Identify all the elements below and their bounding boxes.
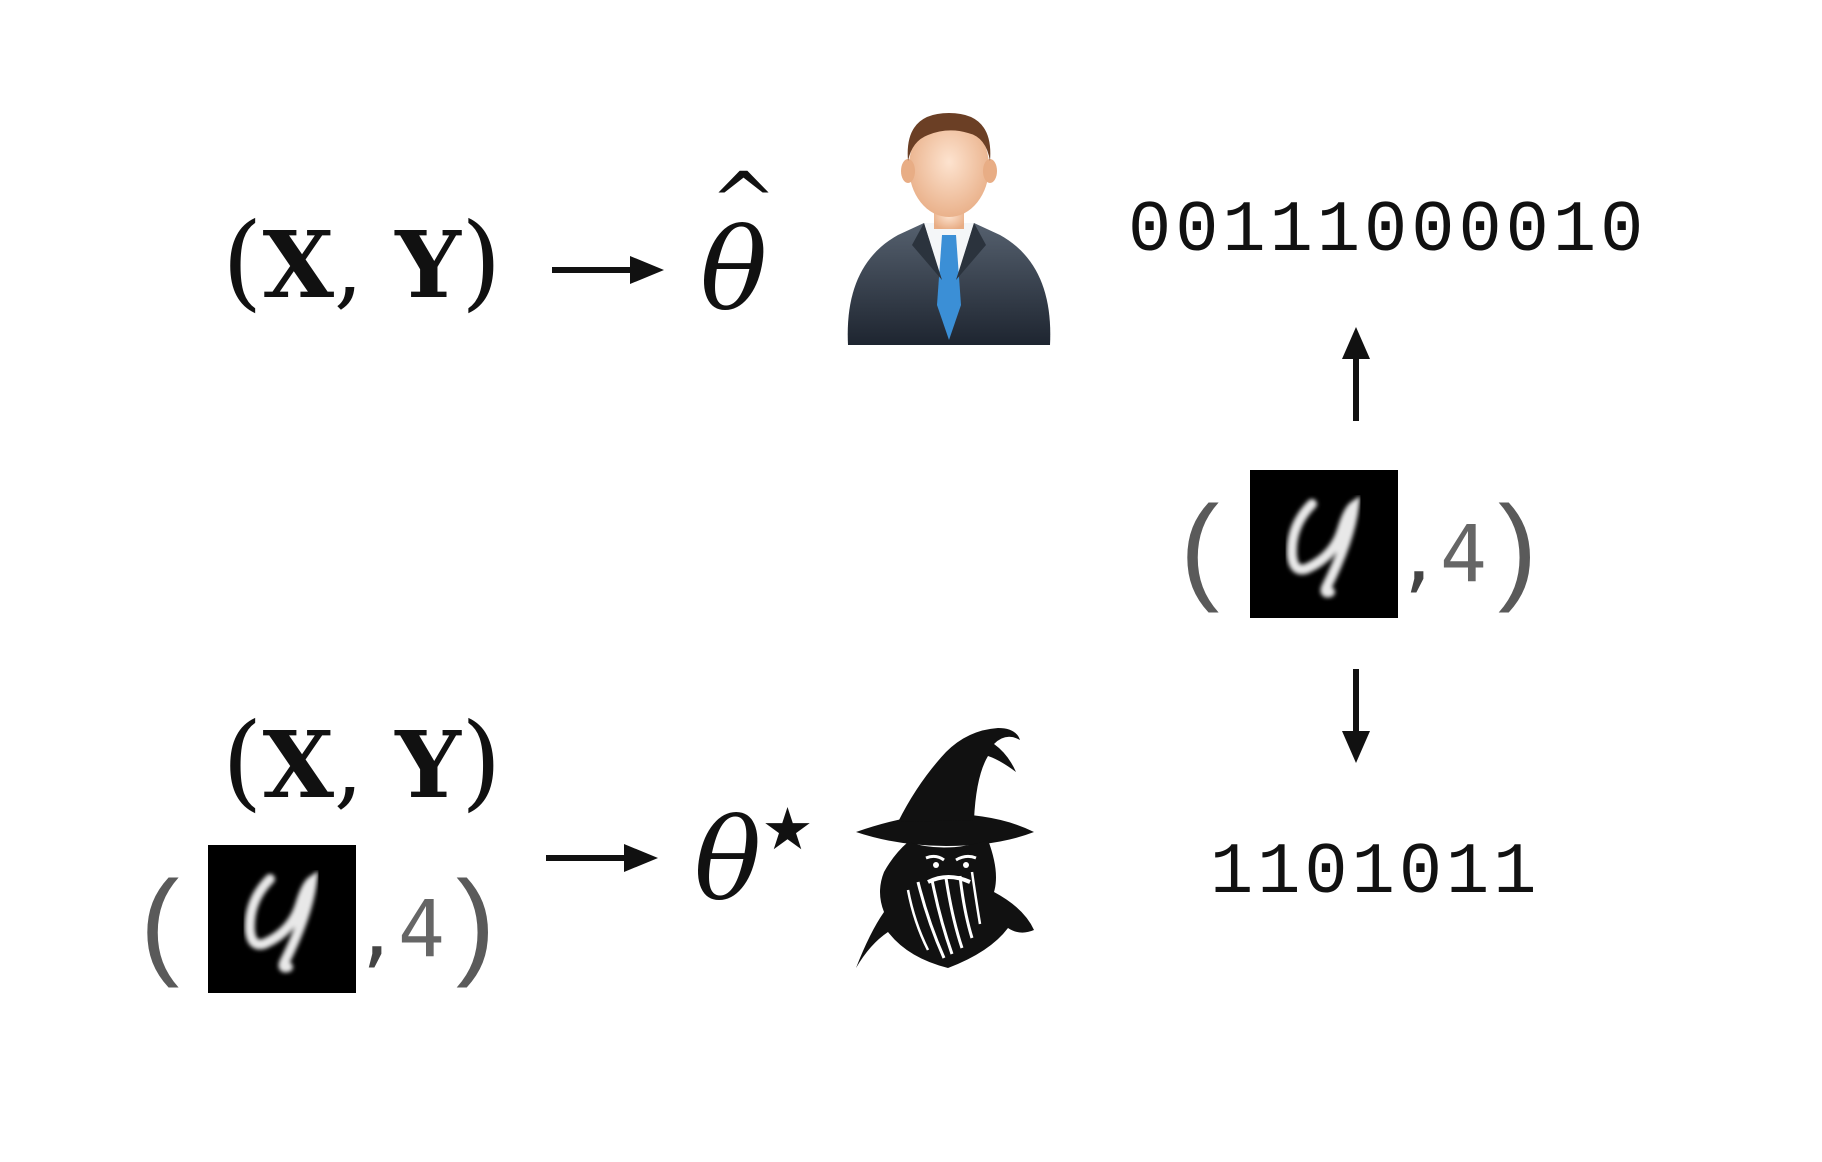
bits-text: 00111000010 (1128, 190, 1648, 272)
comma: , (1404, 500, 1432, 603)
bits-text: 1101011 (1210, 832, 1541, 914)
arrow-right-bottom (546, 844, 658, 872)
hat-accent: ^ (710, 155, 777, 248)
handwritten-digit-image (1250, 470, 1398, 618)
top-dataset: (X, Y) (222, 200, 502, 322)
label-digit: 4 (1440, 510, 1487, 600)
x-symbol: X (262, 711, 334, 819)
handwritten-digit-image (208, 845, 356, 993)
comma: , (333, 212, 364, 319)
bottom-dataset: (X, Y) (222, 700, 502, 822)
bottom-output-bits: 1101011 (1210, 832, 1540, 914)
star-superscript: ★ (761, 795, 814, 863)
comma: , (333, 712, 364, 819)
close-paren: ) (460, 200, 502, 322)
close-paren: ) (456, 857, 496, 989)
x-symbol: X (262, 211, 334, 319)
comma: , (362, 875, 390, 978)
arrow-up (1342, 327, 1370, 421)
open-paren: ( (222, 700, 263, 822)
arrow-right-top (552, 256, 664, 284)
y-symbol: Y (395, 711, 461, 819)
theta-hat: θ (700, 215, 767, 327)
theta-symbol: θ (694, 796, 762, 926)
close-paren: ) (460, 700, 502, 822)
y-symbol: Y (395, 211, 461, 319)
close-paren: ) (1498, 482, 1538, 614)
open-paren: ( (1180, 482, 1220, 614)
theta-symbol: θ (700, 206, 768, 336)
arrow-down (1342, 669, 1370, 763)
theta-star: θ★ (694, 800, 813, 917)
open-paren: ( (140, 857, 180, 989)
wizard-icon (856, 728, 1034, 968)
label-digit: 4 (398, 885, 445, 975)
businessman-icon (847, 113, 1051, 345)
top-output-bits: 00111000010 (1128, 190, 1647, 272)
hat-symbol: ^ (710, 155, 778, 248)
open-paren: ( (222, 200, 263, 322)
